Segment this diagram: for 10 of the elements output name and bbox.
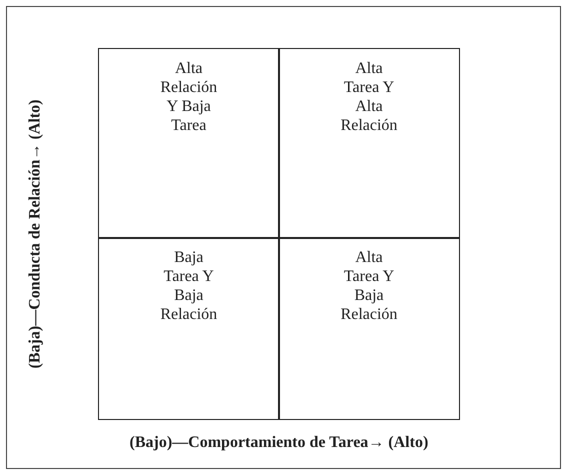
quadrant-cell (98, 237, 280, 420)
quadrant-cell (278, 237, 460, 420)
quadrant-text: Alta Tarea Y Alta Relación (340, 59, 398, 135)
quadrant-cell (98, 48, 280, 238)
quadrant-text: Alta Tarea Y Baja Relación (340, 248, 398, 324)
quadrant-text: Alta Relación Y Baja Tarea (160, 59, 218, 135)
x-axis-label: (Bajo)—Comportamiento de Tarea→ (Alto) (130, 434, 428, 452)
quadrant-text: Baja Tarea Y Baja Relación (160, 248, 218, 324)
y-axis-label: (Baja)—Conducta de Relación→ (Alto) (26, 100, 44, 368)
quadrant-cell (278, 48, 460, 238)
